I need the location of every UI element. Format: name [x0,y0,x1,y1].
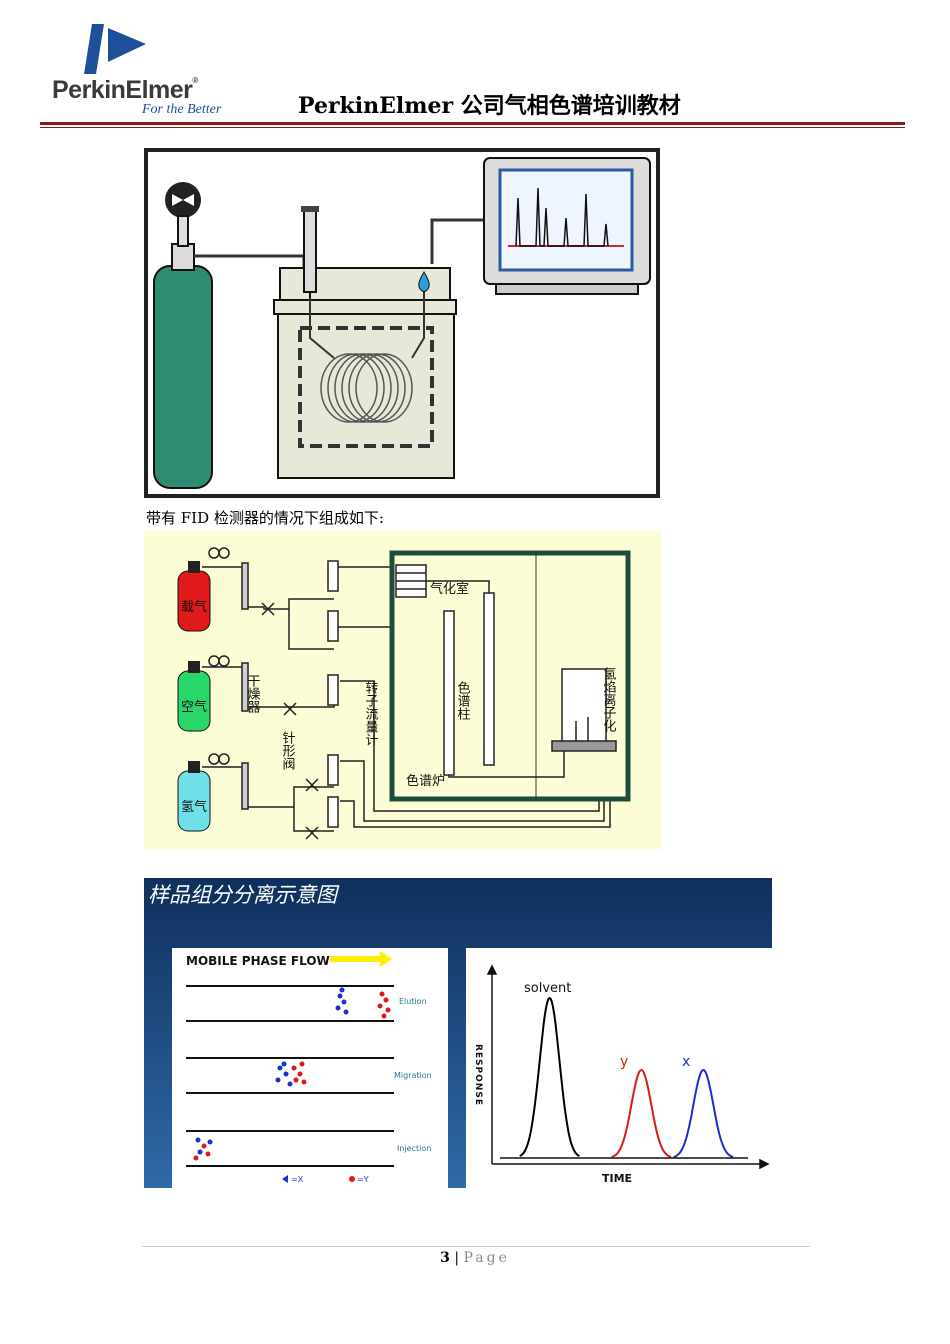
hydrogen-label: 氢气 [181,799,207,815]
peak-solvent [519,996,580,1158]
x-axis-label: TIME [602,1172,632,1185]
y-axis-label: RESPONSE [473,1044,483,1106]
dryer-label: 干燥器 [245,674,261,714]
fid-detector-icon [551,668,617,752]
separation-figure-title: 样品组分分离示意图 [148,883,340,907]
chromatogram-axes [486,964,770,1170]
carrier-gas-label: 载气 [181,599,207,615]
peak-label-y: y [620,1054,628,1070]
page-footer: 3 | Page [0,1250,950,1266]
column-label: 色谱柱 [455,680,471,721]
air-label: 空气 [181,699,207,715]
legend-x: =X [291,1175,304,1184]
rotameter-label: 转子流量计 [363,681,379,746]
fid-flow-diagram: 载气 空气 氢气 干燥器 针形阀 [144,531,662,849]
peak-label-solvent: solvent [524,981,571,996]
gc-instrument-illustration [144,148,660,498]
document-title: PerkinElmer 公司气相色谱培训教材 [298,93,681,119]
logo-wordmark: PerkinElmer® [52,76,198,104]
peak-label-x: x [682,1054,690,1070]
elution-molecules [335,987,391,1019]
page-number: 3 [440,1250,450,1266]
page-word: Page [463,1250,510,1266]
gas-cylinder-icon [153,182,213,489]
injection-molecules [193,1137,213,1161]
peak-x [673,1068,734,1158]
flow-label: MOBILE PHASE FLOW [186,954,330,968]
carrier-gas-tank-icon [177,561,211,632]
separation-figure: 样品组分分离示意图 MOBILE PHASE FLOW Elution Migr… [144,878,772,1188]
stage-label-elution: Elution [399,997,427,1006]
detector-label: 氢焰离子化 [601,667,617,733]
header-rule-thin [40,127,905,128]
fid-caption: 带有 FID 检测器的情况下组成如下: [146,509,384,527]
oven-label: 色谱炉 [406,773,445,789]
computer-monitor-icon [483,157,651,295]
injector-icon [395,564,427,598]
logo-tagline: For the Better [142,102,222,117]
migration-molecules [275,1061,307,1087]
header-rule [40,122,905,125]
air-tank-icon [177,661,211,732]
stage-label-migration: Migration [394,1071,432,1080]
footer-rule [142,1246,810,1247]
needle-valve-label: 针形阀 [280,731,296,770]
footer-separator: | [454,1250,460,1266]
peak-y [611,1068,672,1158]
injector-label: 气化室 [430,581,469,597]
syringe-icon [301,206,319,298]
stage-label-injection: Injection [397,1144,431,1153]
perkinelmer-logo-mark-icon [84,24,146,74]
gc-oven-icon [273,267,457,479]
legend-y: =Y [357,1175,369,1184]
hydrogen-tank-icon [177,761,211,832]
